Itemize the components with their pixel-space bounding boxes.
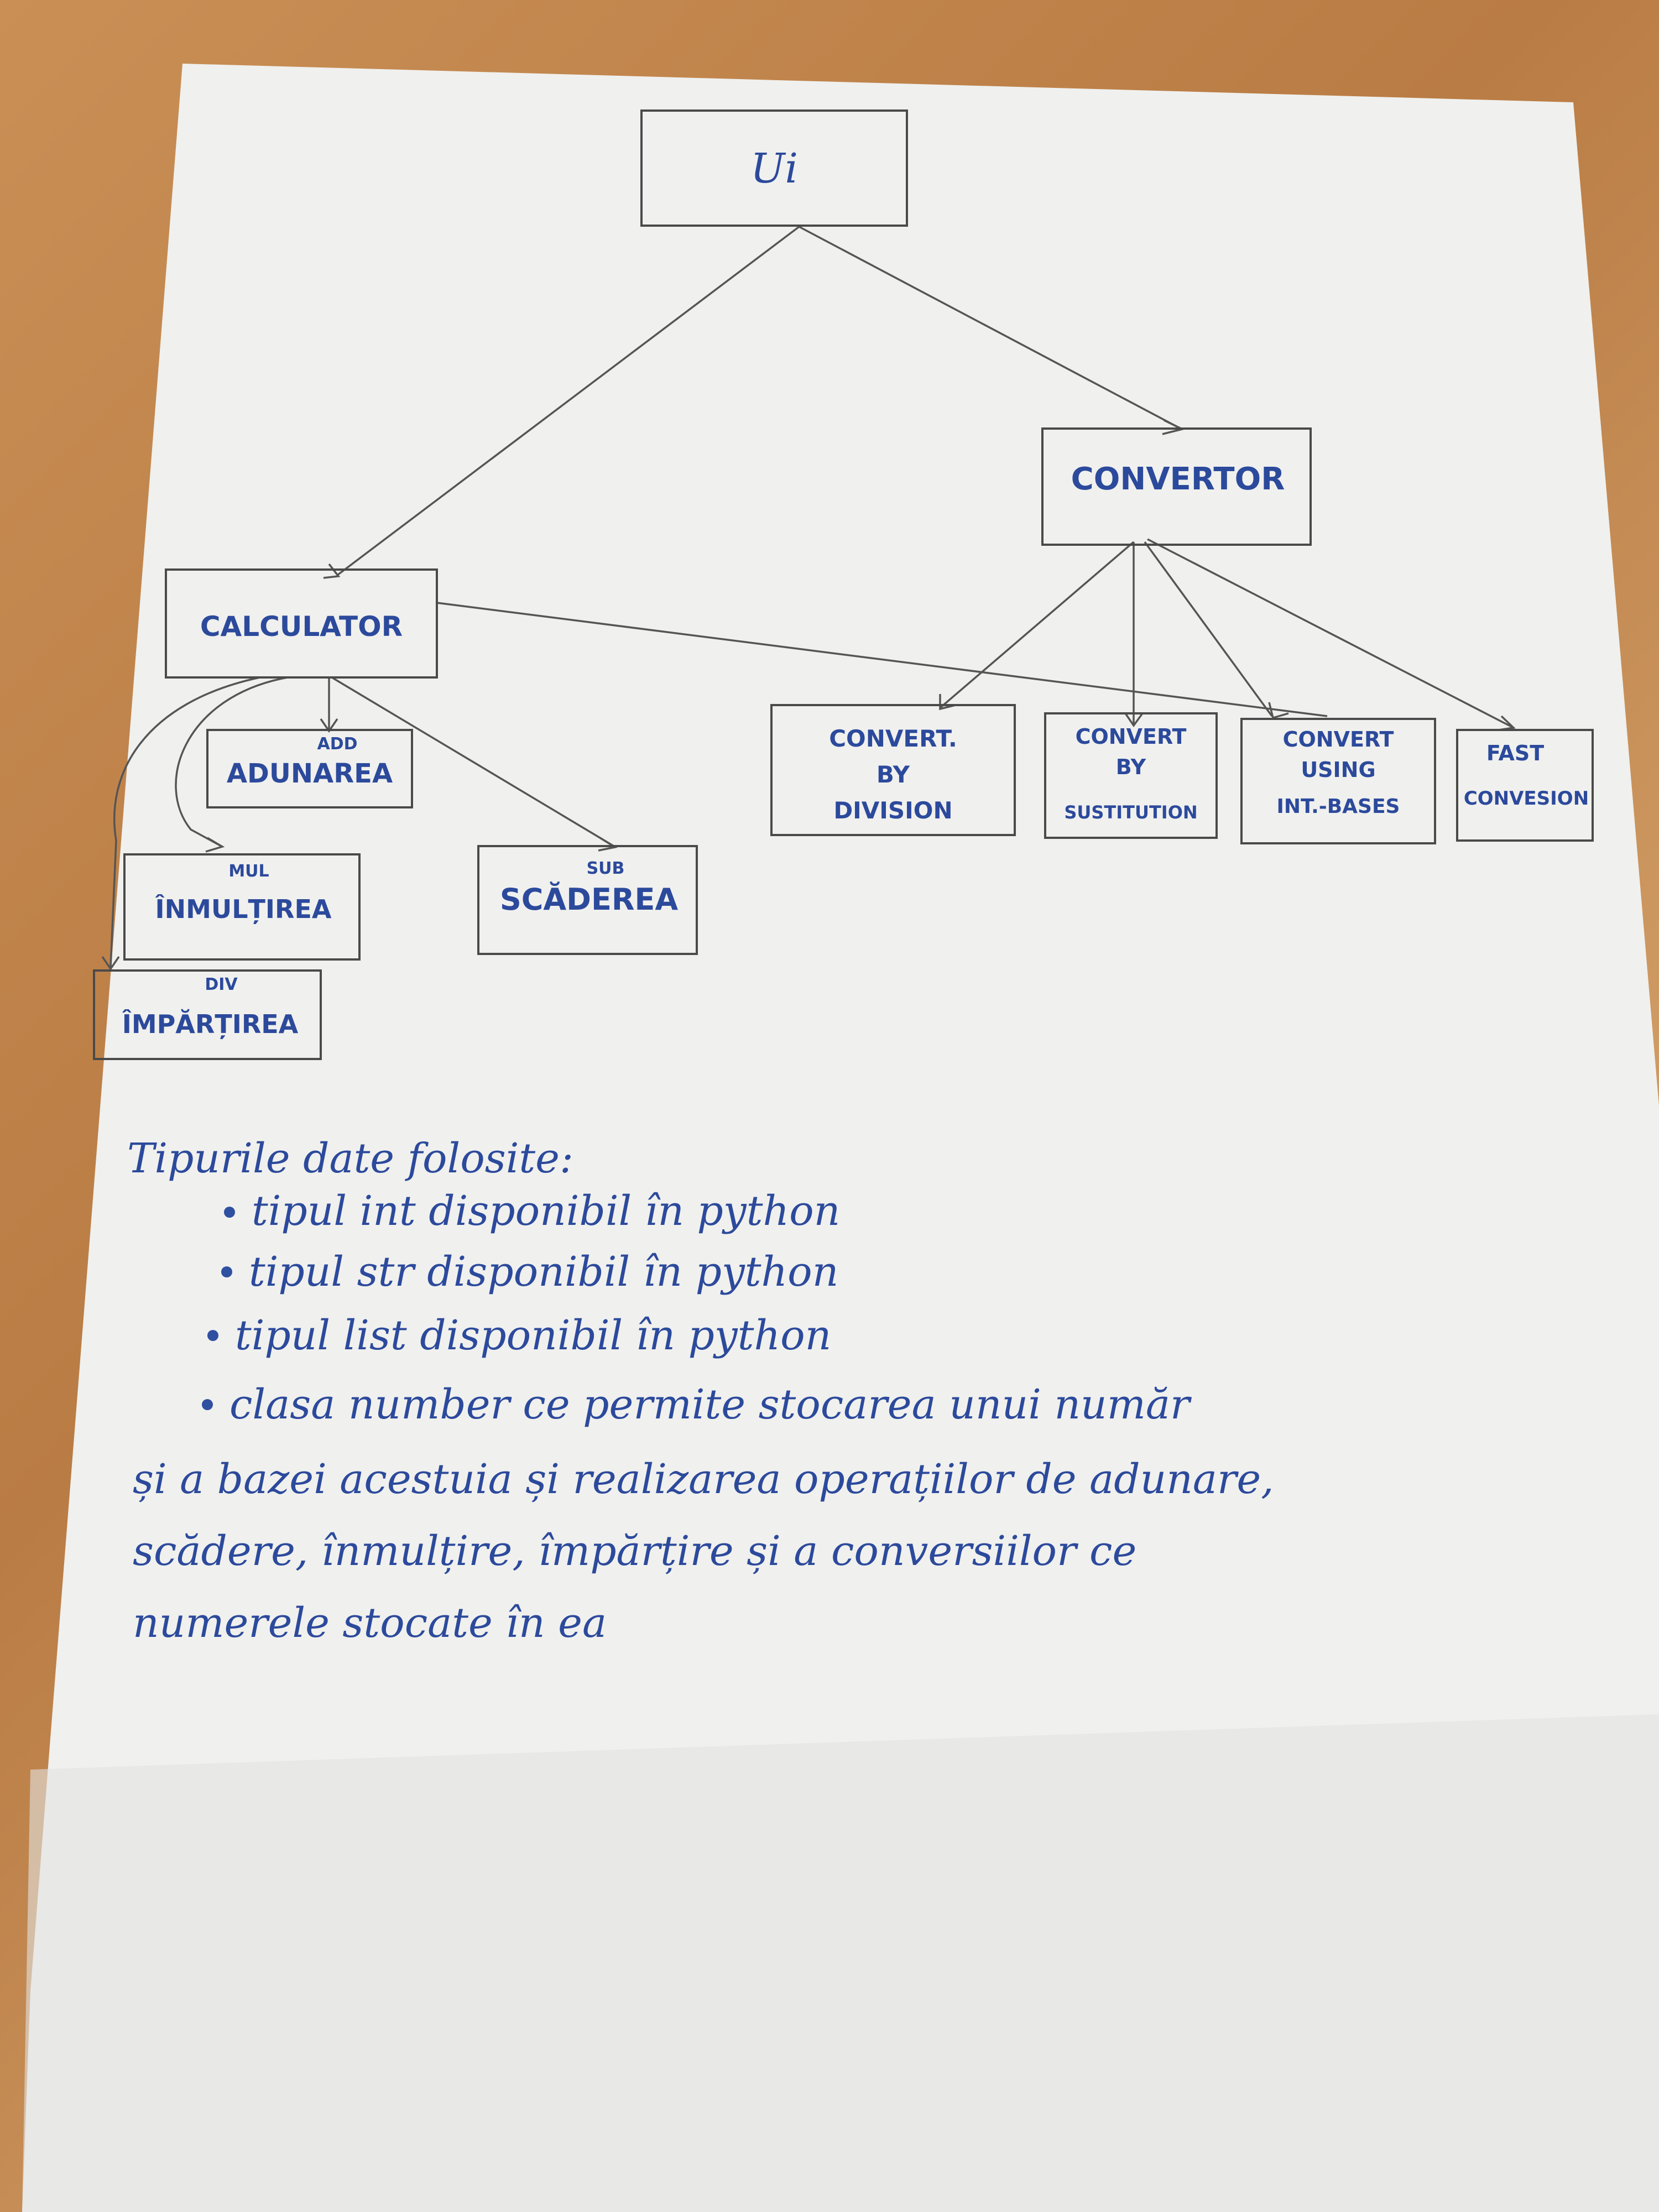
node-adunarea-tag: ADD — [317, 734, 357, 754]
notes-bullet-4: clasa number ce permite stocarea unui nu… — [229, 1381, 1192, 1428]
node-convert-substitution-line1: CONVERT — [1076, 724, 1187, 749]
node-adunarea-label: ADUNAREA — [227, 758, 393, 789]
node-convert-bases-line2: USING — [1301, 758, 1375, 782]
node-impartirea-box — [93, 969, 322, 1060]
node-calculator-box — [165, 568, 438, 679]
bullet-dot — [207, 1330, 218, 1341]
node-convert-division: CONVERT. BY DIVISION — [770, 704, 1016, 836]
notes-line-2: scădere, înmulțire, împărțire și a conve… — [133, 1527, 1136, 1575]
node-convert-bases-line1: CONVERT — [1283, 727, 1394, 752]
arrowhead-inmultirea — [205, 837, 225, 853]
node-inmultirea-label: ÎNMULȚIREA — [155, 894, 332, 924]
node-adunarea-box — [206, 729, 413, 808]
edge-calc-impartirea — [109, 676, 260, 968]
edge-calc-scaderea — [331, 676, 614, 847]
node-convert-substitution-line2: BY — [1116, 755, 1146, 779]
notes-bullet-3: tipul list disponibil în python — [235, 1312, 831, 1359]
edge-convertor-fast — [1147, 538, 1513, 728]
node-convertor-label: CONVERTOR — [1071, 461, 1285, 497]
node-convert-bases-line3: INT.-BASES — [1277, 795, 1400, 818]
edge-calculator-bases — [436, 602, 1328, 717]
bullet-dot — [202, 1399, 213, 1410]
node-scaderea: SUB SCĂDEREA — [477, 845, 698, 955]
bullet-dot — [221, 1266, 232, 1277]
arrowhead-substitution — [1124, 712, 1144, 728]
notes-line-1: și a bazei acestuia și realizarea operaț… — [133, 1455, 1274, 1503]
node-scaderea-box — [477, 845, 698, 955]
node-inmultirea-box — [123, 853, 361, 961]
node-fast-conversion-line1: FAST — [1486, 741, 1544, 765]
node-ui: Ui — [640, 109, 908, 227]
node-convert-division-box — [770, 704, 1016, 836]
notes: Tipurile date folosite: tipul int dispon… — [127, 1135, 1274, 1647]
node-scaderea-label: SCĂDEREA — [500, 882, 678, 917]
arrowhead-division — [939, 694, 956, 711]
notes-bullet-1: tipul int disponibil în python — [252, 1187, 840, 1235]
edge-ui-convertor — [799, 226, 1181, 430]
node-ui-box — [640, 109, 908, 227]
node-fast-conversion: FAST CONVESION — [1456, 729, 1594, 842]
node-convertor-box — [1041, 427, 1312, 546]
node-inmultirea: MUL ÎNMULȚIREA — [123, 853, 361, 961]
node-ui-label: Ui — [750, 145, 798, 192]
edge-calc-inmultirea — [175, 676, 288, 847]
notes-bullet-2: tipul str disponibil în python — [249, 1248, 838, 1296]
notes-line-3: numerele stocate în ea — [133, 1599, 607, 1647]
bullet-dot — [224, 1207, 235, 1218]
notes-heading: Tipurile date folosite: — [127, 1135, 573, 1182]
node-fast-conversion-box — [1456, 729, 1594, 842]
node-calculator: CALCULATOR — [165, 568, 438, 679]
paper-background — [22, 64, 1659, 2212]
node-impartirea-tag: DIV — [205, 975, 238, 994]
node-convert-division-line3: DIVISION — [833, 797, 952, 824]
node-convert-bases-box — [1240, 718, 1436, 844]
node-convert-substitution: CONVERT BY SUSTITUTION — [1044, 712, 1218, 839]
arrowhead-calculator — [323, 563, 341, 579]
node-convert-substitution-line3: SUSTITUTION — [1064, 802, 1197, 823]
node-impartirea-label: ÎMPĂRȚIREA — [122, 1009, 299, 1039]
node-convert-substitution-box — [1044, 712, 1218, 839]
node-convert-division-line1: CONVERT. — [829, 725, 957, 752]
edge-convertor-bases — [1144, 541, 1273, 717]
node-calculator-label: CALCULATOR — [200, 611, 403, 643]
node-scaderea-tag: SUB — [587, 859, 625, 878]
node-inmultirea-tag: MUL — [228, 862, 269, 881]
node-impartirea: DIV ÎMPĂRȚIREA — [93, 969, 322, 1060]
paper-shade — [22, 1714, 1659, 2212]
node-convert-division-line2: BY — [877, 761, 910, 788]
arrowhead-impartirea — [101, 956, 120, 971]
node-convert-bases: CONVERT USING INT.-BASES — [1240, 718, 1436, 844]
edge-ui-calculator — [336, 226, 800, 576]
node-adunarea: ADD ADUNAREA — [206, 729, 413, 808]
node-fast-conversion-line2: CONVESION — [1464, 787, 1589, 810]
edge-convertor-division — [939, 541, 1135, 709]
node-convertor: CONVERTOR — [1041, 427, 1312, 546]
edges — [101, 226, 1516, 971]
